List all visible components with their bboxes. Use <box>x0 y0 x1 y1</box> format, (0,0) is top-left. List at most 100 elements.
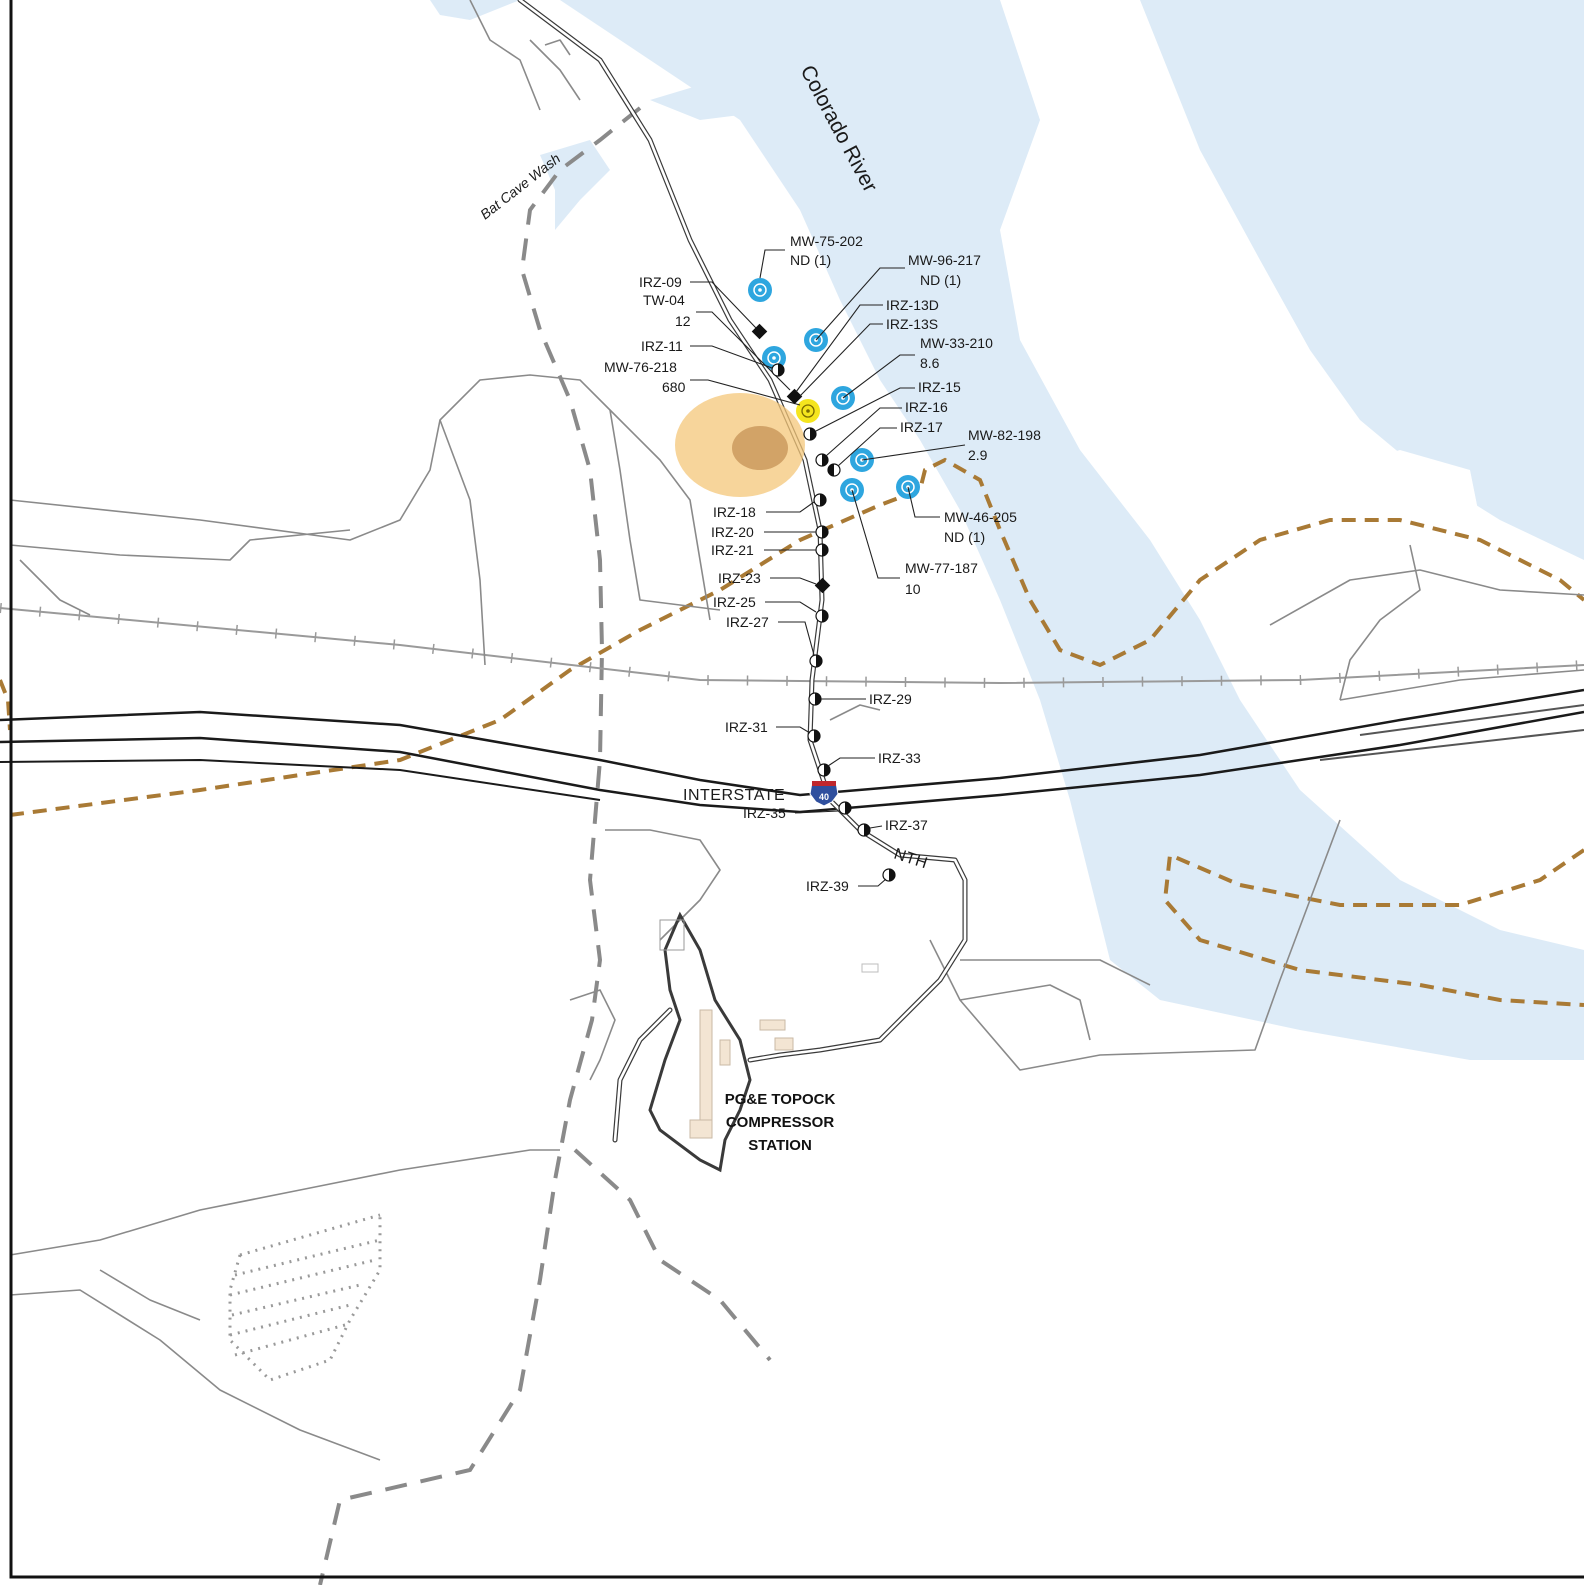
minor-road-17 <box>605 829 721 941</box>
minor-road-13 <box>99 1269 201 1321</box>
station-road-inner <box>613 1008 672 1142</box>
station-label-line-2: COMPRESSOR <box>726 1114 835 1131</box>
well-irz-18-label: IRZ-18 <box>713 504 756 520</box>
station-building-5 <box>689 1119 713 1139</box>
evaporation-ponds <box>228 1213 382 1382</box>
pond-row-1 <box>239 1213 381 1257</box>
pond-row-2 <box>234 1238 381 1277</box>
well-mw-96-217[interactable]: MW-96-217 ND (1) <box>804 252 981 352</box>
well-irz-17-label: IRZ-17 <box>900 419 943 435</box>
minor-road-12 <box>9 1289 381 1461</box>
well-mw-76-218-value: 680 <box>662 379 686 395</box>
minor-road-16 <box>829 704 881 721</box>
well-irz-29-label: IRZ-29 <box>869 691 912 707</box>
wash-label: Bat Cave Wash <box>477 150 563 222</box>
minor-road-3 <box>439 419 486 666</box>
well-irz-09-label: IRZ-09 <box>639 274 682 290</box>
well-mw-77-187[interactable]: MW-77-187 10 <box>840 478 978 597</box>
station-building-2 <box>719 1039 731 1066</box>
railroad-line <box>0 607 1584 685</box>
well-irz-23-label: IRZ-23 <box>718 570 761 586</box>
well-irz-11[interactable]: IRZ-11 <box>641 338 785 377</box>
interstate-eastbound <box>0 710 1584 814</box>
well-mw-75-202-id: MW-75-202 <box>790 233 863 249</box>
well-mw-46-205[interactable]: MW-46-205 ND (1) <box>896 475 1017 545</box>
monitoring-wells: MW-75-202 ND (1) MW-96-217 ND (1) MW-33-… <box>748 233 1041 597</box>
river <box>430 0 1584 1060</box>
well-irz-13s-label: IRZ-13S <box>886 316 938 332</box>
well-mw-82-198-value: 2.9 <box>968 447 988 463</box>
well-irz-35-label: IRZ-35 <box>743 805 786 821</box>
interstate-ramp-east-2 <box>1359 704 1584 736</box>
well-mw-76-218-id: MW-76-218 <box>604 359 677 375</box>
interstate-shield: 40 <box>809 781 839 807</box>
well-irz-25[interactable]: IRZ-25 <box>713 594 829 623</box>
well-mw-77-187-value: 10 <box>905 581 921 597</box>
compressor-station-site <box>612 911 879 1173</box>
minor-road-7 <box>1339 544 1421 701</box>
well-irz-37[interactable]: IRZ-37 <box>857 817 928 837</box>
well-mw-33-210[interactable]: MW-33-210 8.6 <box>831 335 993 410</box>
well-irz-15[interactable]: IRZ-15 <box>803 379 961 441</box>
well-mw-46-205-id: MW-46-205 <box>944 509 1017 525</box>
interstate-label: INTERSTATE <box>683 787 785 804</box>
map-frame <box>9 0 1584 1579</box>
minor-road-6 <box>1269 569 1584 626</box>
well-mw-75-202-value: ND (1) <box>790 252 831 268</box>
well-irz-16[interactable]: IRZ-16 <box>815 399 948 467</box>
well-irz-20-label: IRZ-20 <box>711 524 754 540</box>
well-mw-76-218[interactable]: MW-76-218 680 <box>604 359 820 423</box>
well-irz-20[interactable]: IRZ-20 <box>711 524 829 540</box>
well-irz-23[interactable]: IRZ-23 <box>718 570 831 594</box>
well-irz-31[interactable]: IRZ-31 <box>725 719 821 743</box>
station-perimeter <box>648 911 752 1173</box>
minor-road-18 <box>569 989 616 1081</box>
well-irz-21-label: IRZ-21 <box>711 542 754 558</box>
well-tw-04[interactable]: TW-04 12 <box>643 292 791 391</box>
well-irz-18[interactable]: IRZ-18 <box>713 493 827 520</box>
minor-road-2 <box>9 529 351 561</box>
well-irz-27-label: IRZ-27 <box>726 614 769 630</box>
boundary-main <box>9 457 1584 817</box>
minor-road-10 <box>959 984 1091 1041</box>
well-mw-82-198-id: MW-82-198 <box>968 427 1041 443</box>
interstate-westbound <box>0 688 1584 797</box>
well-mw-77-187-id: MW-77-187 <box>905 560 978 576</box>
interstate-40 <box>0 688 1584 814</box>
well-irz-33[interactable]: IRZ-33 <box>817 750 921 777</box>
well-irz-11-label: IRZ-11 <box>641 338 683 354</box>
well-mw-33-210-id: MW-33-210 <box>920 335 993 351</box>
nth-label: NTH <box>892 846 930 873</box>
station-building-4 <box>774 1037 794 1051</box>
wash-branch <box>573 1148 772 1362</box>
river-east-bank <box>1140 0 1584 560</box>
plume-inner <box>732 426 788 470</box>
well-irz-39[interactable]: IRZ-39 <box>806 868 896 894</box>
well-mw-82-198[interactable]: MW-82-198 2.9 <box>850 427 1041 472</box>
well-irz-33-label: IRZ-33 <box>878 750 921 766</box>
well-mw-33-210-value: 8.6 <box>920 355 940 371</box>
station-building-1 <box>699 1009 713 1121</box>
chromium-plume <box>675 393 805 497</box>
well-irz-21[interactable]: IRZ-21 <box>711 542 829 558</box>
well-tw-04-id: TW-04 <box>643 292 685 308</box>
well-irz-27[interactable]: IRZ-27 <box>726 614 823 668</box>
minor-road-8 <box>1339 669 1584 701</box>
station-label-line-1: PG&E TOPOCK <box>725 1091 836 1108</box>
minor-road-15 <box>544 39 571 56</box>
well-mw-75-202[interactable]: MW-75-202 ND (1) <box>748 233 863 302</box>
pond-row-6 <box>234 1323 346 1357</box>
river-islet <box>1330 450 1480 540</box>
well-irz-17[interactable]: IRZ-17 <box>827 419 943 477</box>
well-irz-35[interactable]: IRZ-35 <box>743 801 852 821</box>
well-mw-96-217-value: ND (1) <box>920 272 961 288</box>
well-irz-13s[interactable]: IRZ-13S <box>799 316 938 397</box>
station-label: PG&E TOPOCK COMPRESSOR STATION <box>725 1091 836 1154</box>
shield-number: 40 <box>819 792 829 802</box>
minor-road-5 <box>19 559 91 616</box>
well-tw-04-value: 12 <box>675 313 691 329</box>
well-irz-29[interactable]: IRZ-29 <box>808 691 912 707</box>
minor-roads <box>9 0 1584 1461</box>
station-label-line-3: STATION <box>748 1137 812 1154</box>
